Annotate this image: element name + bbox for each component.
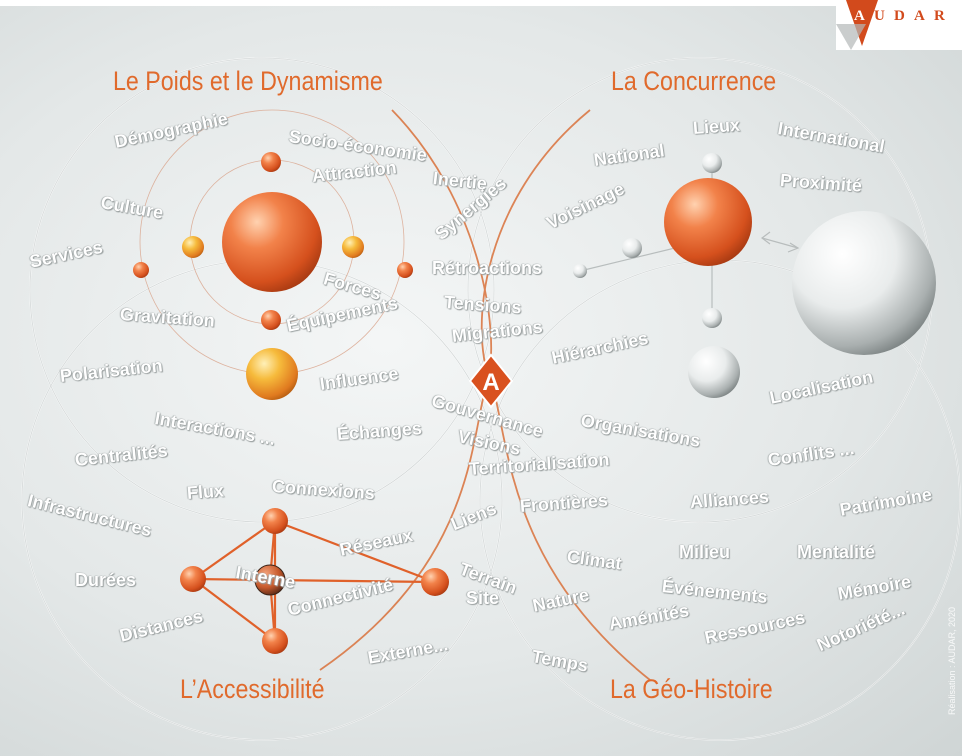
logo-letter-5: R	[934, 8, 945, 24]
kw-retroactions: Rétroactions	[432, 258, 543, 278]
logo-letter-4: A	[914, 8, 925, 24]
title-poids: Le Poids et le Dynamisme	[113, 66, 383, 96]
node-externe	[421, 568, 449, 596]
node-bottom	[262, 628, 288, 654]
center-diamond: A	[468, 353, 514, 409]
credit-text: Réalisation : AUDAR, 2020	[947, 606, 957, 715]
audar-logo: A U D A R	[836, 0, 962, 50]
top-border	[0, 0, 962, 6]
double-arrow	[761, 231, 800, 253]
circle-accessibilite	[21, 259, 503, 741]
node-interne	[254, 564, 286, 596]
logo-letter-2: U	[874, 8, 885, 24]
kw-durees: Durées	[75, 570, 137, 590]
sphere-poids-left-inner	[182, 236, 204, 258]
kw-site: Site	[466, 588, 500, 608]
sphere-small-white	[702, 308, 722, 328]
logo-letter-1: A	[854, 8, 865, 24]
kw-mentalite: Mentalité	[797, 542, 876, 562]
sphere-concurrence-main	[664, 178, 752, 266]
title-concurrence: La Concurrence	[611, 66, 777, 96]
logo-triangle-icon	[836, 0, 878, 50]
sphere-poids-right-outer	[397, 262, 413, 278]
sphere-poids-bottom	[261, 310, 281, 330]
kw-lieux: Lieux	[692, 114, 741, 138]
sphere-hierarchies	[688, 346, 740, 398]
sphere-voisinage	[622, 238, 642, 258]
sphere-poids-top	[261, 152, 281, 172]
sphere-lieux	[702, 153, 722, 173]
sphere-poids-right-inner	[342, 236, 364, 258]
sphere-poids-left-outer	[133, 262, 149, 278]
node-top	[262, 508, 288, 534]
sphere-retroactions	[573, 264, 587, 278]
logo-letter-3: D	[894, 8, 905, 24]
kw-milieu: Milieu	[679, 542, 731, 562]
kw-flux: Flux	[186, 480, 225, 503]
title-accessibilite: L’Accessibilité	[180, 674, 325, 704]
sphere-poids-main	[222, 192, 322, 292]
center-letter: A	[482, 369, 499, 396]
node-left	[180, 566, 206, 592]
sphere-concurrence-large	[792, 211, 936, 355]
sphere-poids-influence	[246, 348, 298, 400]
title-geohistoire: La Géo-Histoire	[610, 674, 773, 704]
